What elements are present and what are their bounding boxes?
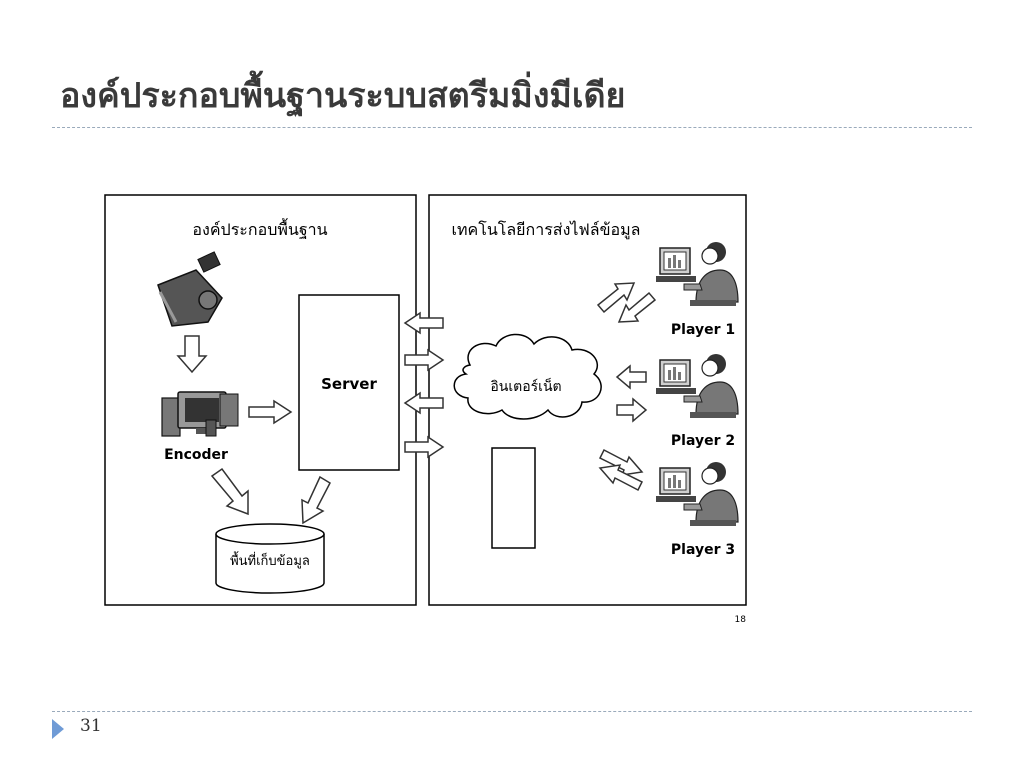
storage-cylinder [215, 523, 325, 594]
arrow-server-to-storage [301, 475, 331, 525]
right-panel-title: เทคโนโลยีการส่งไฟล์ข้อมูล [452, 220, 641, 240]
footer-divider [52, 711, 972, 712]
page-number: 31 [80, 716, 102, 736]
slide-title: องค์ประกอบพื้นฐานระบบสตรีมมิ่งมีเดีย [60, 76, 626, 116]
computer-icon [161, 391, 239, 437]
arrows-internet-player-2 [615, 364, 648, 423]
storage-label: พื้นที่เก็บข้อมูล [230, 551, 310, 569]
arrow-to-internet-1 [404, 348, 445, 372]
player-3-label: Player 3 [671, 542, 735, 558]
encoder-label: Encoder [164, 447, 228, 463]
arrows-internet-player-1 [596, 282, 657, 323]
title-divider [52, 127, 972, 128]
source-page-number: 18 [735, 615, 747, 625]
arrow-encoder-to-server [248, 399, 293, 425]
arrow-to-internet-2 [404, 435, 445, 459]
triangle-bullet-icon [52, 719, 64, 739]
arrows-internet-player-3 [598, 448, 644, 492]
internet-label: อินเตอร์เน็ต [490, 377, 561, 395]
player-2-label: Player 2 [671, 433, 735, 449]
data-box [491, 447, 536, 549]
arrow-encoder-to-storage [210, 467, 249, 516]
server-box [298, 294, 400, 471]
internet-cloud [453, 333, 602, 420]
arrow-camera-to-encoder [176, 335, 208, 374]
left-panel-title: องค์ประกอบพื้นฐาน [192, 218, 327, 239]
arrow-to-server-2 [403, 391, 444, 415]
video-camera-icon [157, 251, 223, 327]
player-1-label: Player 1 [671, 322, 735, 338]
arrow-to-server-1 [403, 311, 444, 335]
server-label: Server [321, 375, 377, 393]
